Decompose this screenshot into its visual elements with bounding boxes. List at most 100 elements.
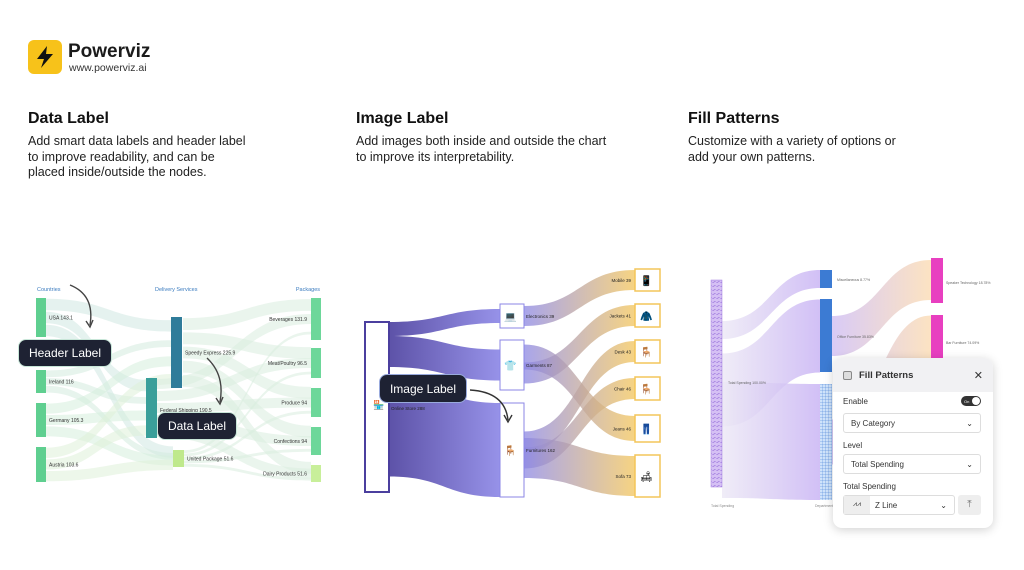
sankey-link — [46, 356, 171, 414]
level-label: Level — [843, 441, 863, 450]
arrow-icon — [469, 389, 509, 421]
node-delivery-service — [146, 378, 157, 438]
node-department-patterned — [820, 384, 832, 500]
image-label-callout: Image Label — [379, 374, 467, 403]
close-icon[interactable]: ✕ — [973, 369, 983, 382]
panel-title: Fill Patterns — [859, 369, 914, 381]
sankey-link — [46, 459, 173, 482]
node-label: Online Store 288 — [391, 406, 425, 411]
z-line-pattern-icon: ⩘⩘ — [844, 496, 870, 514]
sankey-link — [183, 448, 311, 464]
upload-pattern-button[interactable]: ⤒ — [958, 495, 981, 515]
sankey-link — [389, 309, 500, 336]
desk-icon: 🪑 — [640, 346, 652, 359]
node-label: Meat/Poultry 96.5 — [268, 361, 307, 367]
enable-label: Enable — [843, 397, 868, 406]
fill-patterns-panel: Fill Patterns ✕ Enable On By Category⌄ L… — [833, 358, 993, 528]
arrow-icon — [206, 357, 222, 403]
powerviz-logo — [28, 40, 62, 74]
sankey-link — [524, 270, 635, 326]
axis-department: Department — [815, 504, 833, 508]
node-label: Chair 46 — [614, 387, 632, 392]
lightning-bolt-icon — [37, 46, 53, 68]
sankey-link — [389, 336, 500, 381]
node-label: Produce 94 — [281, 401, 307, 407]
brand-url: www.powerviz.ai — [69, 62, 147, 74]
data-label-callout: Data Label — [157, 412, 237, 440]
node-chair — [634, 376, 661, 401]
sankey-link — [183, 299, 311, 331]
node-label: Confections 94 — [274, 439, 308, 445]
node-garments — [499, 339, 525, 391]
brand-name: Powerviz — [68, 41, 151, 62]
jeans-icon: 👖 — [640, 423, 652, 436]
node-office-furniture — [820, 299, 832, 372]
panel-header: Fill Patterns ✕ — [833, 358, 993, 392]
node-electronics — [499, 303, 525, 329]
sankey-link — [183, 410, 311, 460]
enable-toggle[interactable]: On — [961, 396, 981, 406]
header-delivery-services: Delivery Services — [155, 287, 198, 293]
node-label: Desk 43 — [614, 350, 631, 355]
label-miscellaneous: Miscellaneous 8.77% — [837, 278, 870, 282]
sankey-link — [183, 360, 311, 438]
node-label: Federal Shipping 190.5 — [160, 408, 212, 414]
node-label: Speedy Express 225.9 — [185, 351, 236, 357]
node-delivery-service — [171, 317, 182, 388]
label-bar-furniture: Bar Furniture 74.09% — [946, 341, 979, 345]
axis-total-spending: Total Spending — [711, 504, 734, 508]
chevron-down-icon: ⌄ — [966, 459, 973, 469]
sankey-link — [389, 382, 500, 497]
node-delivery-service — [173, 450, 184, 467]
garments-icon: 👕 — [504, 360, 516, 372]
node-speaker-technology — [931, 258, 943, 303]
node-miscellaneous — [820, 270, 832, 288]
node-label: Furnitures 162 — [526, 448, 556, 453]
arrow-icon — [69, 284, 92, 326]
node-country — [36, 403, 46, 437]
node-label: Mobile 39 — [611, 278, 631, 283]
node-package — [311, 465, 321, 482]
sankey-link — [157, 397, 311, 413]
chevron-down-icon: ⌄ — [966, 418, 973, 428]
pattern-select[interactable]: ⩘⩘Z Line⌄ — [843, 495, 955, 515]
electronics-icon: 💻 — [504, 312, 517, 323]
sankey-link — [722, 270, 820, 339]
node-sofa — [634, 454, 661, 498]
mode-select[interactable]: By Category⌄ — [843, 413, 981, 433]
node-jeans — [634, 414, 661, 443]
section-title-fill-patterns: Fill Patterns — [688, 110, 780, 127]
jacket-icon: 🧥 — [640, 311, 653, 323]
node-label: Austria 103.6 — [49, 463, 79, 469]
sankey-link — [46, 410, 146, 425]
sankey-link — [524, 438, 635, 496]
sankey-link — [183, 331, 311, 454]
sankey-link — [524, 341, 635, 453]
label-total-spending: Total Spending 100.00% — [728, 381, 766, 385]
node-label: Ireland 116 — [49, 380, 74, 386]
label-speaker-technology: Speaker Technology 18.78% — [946, 281, 991, 285]
node-label: United Package 51.6 — [187, 457, 234, 463]
node-online-store — [364, 321, 390, 493]
node-bar-furniture — [931, 315, 943, 360]
node-mobile — [634, 268, 661, 292]
header-label-callout: Header Label — [18, 339, 112, 367]
level-select[interactable]: Total Spending⌄ — [843, 454, 981, 474]
sankey-link — [46, 426, 173, 466]
sankey-link — [832, 260, 931, 356]
header-countries: Countries — [37, 287, 61, 293]
node-furniture — [499, 402, 525, 498]
sankey-link — [183, 463, 311, 481]
node-desk — [634, 339, 661, 364]
pattern-icon — [843, 370, 852, 380]
node-package — [311, 388, 321, 417]
node-label: Jackets 41 — [609, 314, 631, 319]
node-total-spending — [710, 279, 723, 488]
node-label: Sofa 73 — [615, 474, 631, 479]
node-label: USA 143.1 — [49, 316, 73, 322]
sankey-link — [46, 373, 171, 458]
node-country — [36, 447, 46, 482]
